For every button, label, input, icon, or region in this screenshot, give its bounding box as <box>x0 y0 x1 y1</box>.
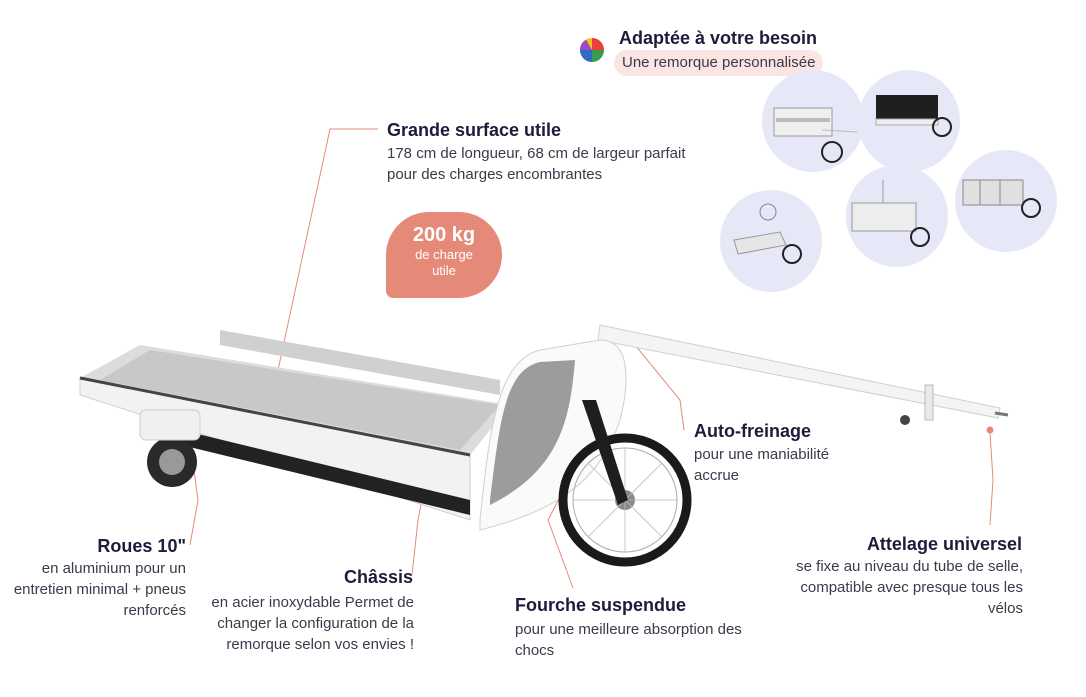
feature-desc-chassis: en acier inoxydable Permet de changer la… <box>211 594 414 653</box>
feature-desc-surface: 178 cm de longueur, 68 cm de largeur par… <box>387 145 686 183</box>
config-thumbnail <box>858 70 960 172</box>
feature-desc-fork: pour une meilleure absorption des chocs <box>515 621 742 659</box>
badge-label: de charge utile <box>415 247 473 278</box>
feature-title-fork: Fourche suspendue <box>515 595 687 615</box>
header-title: Adaptée à votre besoin <box>619 28 818 48</box>
config-thumbnail <box>955 150 1057 252</box>
feature-desc-hitch: se fixe au niveau du tube de selle, comp… <box>796 558 1023 617</box>
feature-title-wheels: Roues 10" <box>97 536 186 556</box>
load-capacity-badge: 200 kg de charge utile <box>386 212 502 298</box>
config-thumbnail <box>846 165 948 267</box>
feature-title-chassis: Châssis <box>343 567 413 587</box>
feature-title-brake: Auto-freinage <box>694 421 811 441</box>
feature-desc-wheels: en aluminium pour un entretien minimal +… <box>13 560 186 619</box>
header-subtitle: Une remorque personnalisée <box>614 50 824 76</box>
feature-title-hitch: Attelage universel <box>866 534 1022 554</box>
config-thumbnail <box>720 190 822 292</box>
badge-value: 200 kg <box>412 224 476 246</box>
color-wheel-icon <box>580 38 604 62</box>
feature-desc-brake: pour une maniabilité accrue <box>694 446 830 484</box>
config-thumbnail <box>762 70 864 172</box>
feature-title-surface: Grande surface utile <box>387 120 562 140</box>
